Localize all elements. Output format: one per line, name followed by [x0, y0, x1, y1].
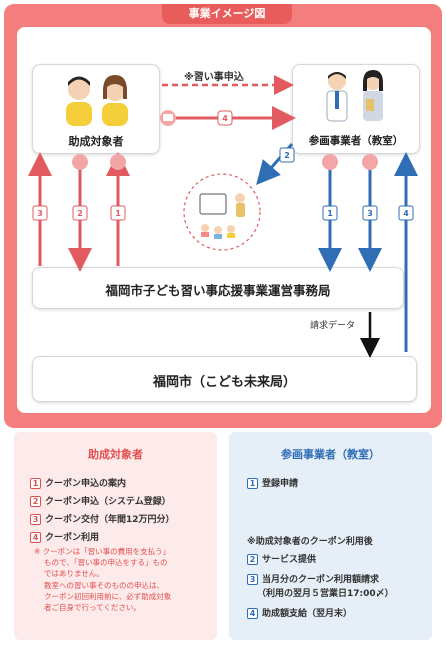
office-label: 福岡市子ども習い事応援事業運営事務局	[105, 283, 331, 298]
beneficiary-box: 助成対象者	[32, 64, 160, 154]
operator-box: 参画事業者（教室）	[292, 64, 420, 154]
teachers-illustration	[326, 70, 383, 122]
coupon-note-line: ※ クーポンは「習い事の費用を支払う」	[34, 547, 171, 556]
beneficiary-label: 助成対象者	[68, 135, 124, 148]
city-box: 福岡市（こども未来局）	[32, 356, 417, 402]
coupon-note-line: もので、「習い事の申込をする」もの	[44, 558, 168, 567]
after-use-subhead: ※助成対象者のクーポン利用後	[247, 537, 373, 547]
application-label: ※習い事申込	[184, 72, 244, 83]
request-data-label: 請求データ	[310, 321, 356, 331]
family-illustration	[66, 75, 128, 126]
operator-label: 参画事業者（教室）	[308, 135, 404, 147]
office-box: 福岡市子ども習い事応援事業運営事務局	[32, 267, 404, 309]
coupon-note-line: クーポン初回利用前に、必ず助成対象	[44, 592, 172, 601]
diagram-title: 事業イメージ図	[162, 4, 292, 24]
coupon-note-line: ではありません。	[44, 569, 104, 578]
city-label: 福岡市（こども未来局）	[152, 375, 296, 390]
beneficiary-panel-title: 助成対象者	[88, 448, 143, 461]
deadline-note: （利用の翌月５営業日17:00〆）	[257, 589, 394, 599]
coupon-note-line: 教室への習い事そのものの申込は、	[44, 581, 164, 590]
operator-panel-title: 参画事業者（教室）	[281, 448, 380, 461]
coupon-note-line: 者ご自身で行ってください。	[44, 603, 141, 612]
